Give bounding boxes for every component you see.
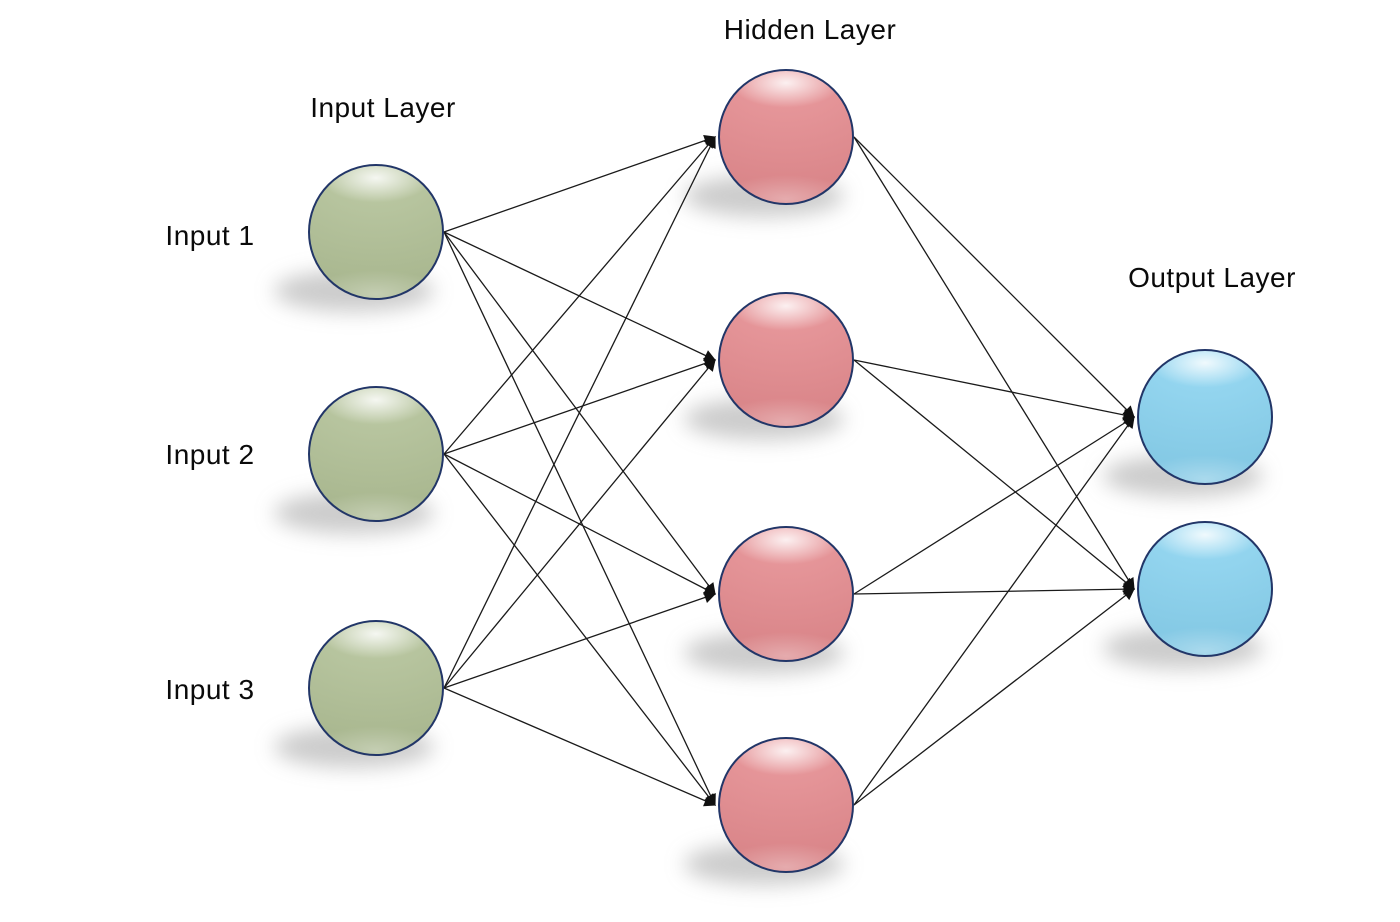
edge-i2-h1 — [443, 136, 716, 455]
node-i3-input — [308, 620, 444, 756]
layer-title-input: Input Layer — [310, 92, 456, 123]
edge-h4-o1 — [853, 416, 1135, 806]
edge-i2-h2 — [443, 357, 717, 455]
edge-i2-h4 — [443, 453, 716, 806]
node-h4-hidden — [718, 737, 854, 873]
edge-i1-h1 — [443, 134, 717, 233]
edge-h2-o1 — [853, 359, 1136, 421]
node-i1-input — [308, 164, 444, 300]
node-h1-hidden — [718, 69, 854, 205]
edge-i3-h4 — [443, 687, 717, 807]
edge-h3-o1 — [853, 416, 1135, 595]
node-i2-input — [308, 386, 444, 522]
node-o1-output — [1137, 349, 1273, 485]
edge-h1-o1 — [853, 136, 1135, 418]
node-label-I1: Input 1 — [165, 220, 255, 251]
edge-i3-h3 — [443, 591, 717, 689]
node-label-I2: Input 2 — [165, 439, 255, 470]
node-o2-output — [1137, 521, 1273, 657]
edge-i3-h1 — [443, 135, 716, 689]
edge-h2-o2 — [853, 359, 1135, 590]
edge-i1-h4 — [443, 231, 716, 807]
node-label-I3: Input 3 — [165, 674, 255, 705]
node-h2-hidden — [718, 292, 854, 428]
edge-h1-o2 — [853, 136, 1135, 590]
edge-i3-h2 — [443, 359, 716, 689]
layer-title-hidden: Hidden Layer — [723, 14, 897, 45]
node-h3-hidden — [718, 526, 854, 662]
edge-h3-o2 — [853, 583, 1136, 596]
edge-h4-o2 — [853, 588, 1135, 806]
layer-title-output: Output Layer — [1128, 262, 1296, 293]
